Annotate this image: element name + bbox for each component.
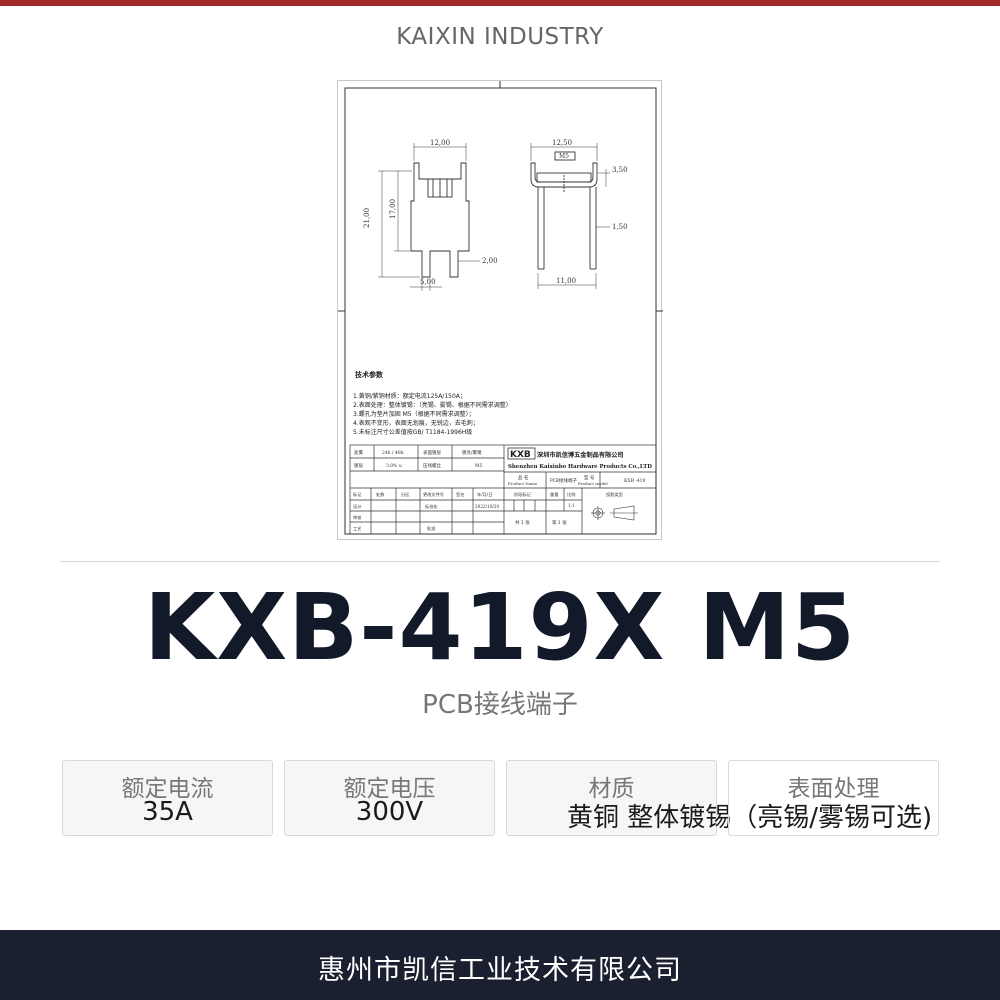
dim-top-width-left: 12,00	[430, 139, 450, 147]
tb-approve-label: 批准	[427, 525, 435, 532]
section-divider	[60, 561, 940, 562]
dim-height-inner: 17,00	[389, 199, 397, 219]
tb-sheets-total: 共 1 张	[515, 519, 530, 526]
product-subtitle: PCB接线端子	[422, 690, 578, 720]
tb-row1-c4: 镀亮/雾锡	[462, 449, 482, 456]
product-name-label-en: Product Name	[508, 481, 538, 486]
tech-line: 2.表面处理：整体镀锡：（亮锡、雾锡、根据不同需求调整）	[353, 401, 512, 409]
tb-projection-label: 投影类型	[606, 491, 623, 498]
spec-card-voltage: 额定电压 300V	[284, 760, 495, 836]
dim-foot-width: 5,00	[420, 278, 436, 286]
tb-row2-c1: 镀层	[354, 462, 363, 469]
product-model-value: KXB -419	[624, 478, 646, 484]
tb-standard-label: 标准化	[425, 503, 438, 510]
dim-foot-gap: 2,00	[482, 257, 498, 265]
spec-value: 黄铜 整体镀锡（亮锡/雾锡可选)	[567, 803, 933, 833]
product-name-label: 品 名	[518, 474, 528, 481]
tb-row2-c4: M5	[475, 463, 483, 469]
tb-date-value: 2022/10/20	[475, 504, 499, 509]
product-model-label: 型 号	[584, 474, 595, 481]
tb-row1-c1: 盐雾	[354, 449, 363, 456]
dim-height-total: 21,00	[363, 208, 371, 228]
side-view	[530, 143, 610, 289]
spec-label: 额定电流	[121, 776, 214, 802]
tb-sheet-no: 第 1 张	[552, 519, 567, 526]
dim-base-width: 11,00	[556, 277, 576, 285]
tb-head-doc: 更改文件号	[423, 491, 444, 498]
projection-symbol-icon	[591, 505, 638, 521]
tb-stage-label: 阶段标记	[514, 491, 532, 498]
tb-design-label: 设计	[353, 503, 361, 510]
dim-screw: M5	[559, 153, 569, 160]
title-block	[349, 444, 657, 535]
tb-scale-label: 比例	[567, 491, 575, 498]
tb-head-count: 处数	[376, 491, 385, 498]
technical-drawing: 12,00 21,00 17,00 2,00 5,00 12,	[337, 80, 663, 540]
dim-tab-height: 3,50	[612, 166, 628, 174]
product-model-label-en: Product model	[578, 481, 608, 486]
tb-row1-c3: 表面镀层	[423, 449, 441, 456]
tech-title: 技术参数	[355, 370, 384, 379]
dim-thickness: 1,50	[612, 223, 628, 231]
front-view	[378, 143, 480, 291]
spec-label: 材质	[588, 776, 635, 802]
tb-scale-value: 1:1	[568, 503, 575, 508]
spec-label: 额定电压	[343, 776, 436, 802]
tech-line: 5.未标注尺寸公差值按GB/ T1184-1996H级	[353, 428, 472, 436]
brand-name: KAIXIN INDUSTRY	[396, 24, 604, 50]
tb-head-mark: 标记	[353, 491, 362, 498]
company-name-cn: 深圳市凯信博五金制品有限公司	[537, 451, 624, 459]
footer-bar: 惠州市凯信工业技术有限公司	[0, 930, 1000, 1000]
kxb-logo: KXB	[510, 450, 531, 460]
tech-line: 3.螺孔为垫片加固 M5（根据不同需求调整）；	[353, 410, 475, 418]
tb-process-label: 工艺	[353, 526, 361, 531]
spec-card-current: 额定电流 35A	[62, 760, 273, 836]
tb-weight-label: 重量	[550, 491, 558, 498]
spec-value: 300V	[355, 797, 424, 827]
tb-head-sign: 签名	[456, 491, 464, 498]
product-model-title: KXB-419X M5	[143, 574, 857, 681]
product-name-value: PCB接线端子	[550, 477, 577, 484]
dim-top-width-right: 12,50	[552, 139, 572, 147]
spec-label: 表面处理	[787, 776, 880, 802]
tb-review-label: 审核	[353, 514, 362, 521]
footer-company-name: 惠州市凯信工业技术有限公司	[318, 955, 682, 986]
kxb-logo-box	[507, 447, 536, 460]
tech-line: 1.黄铜/紫铜材质：额定电流125A/150A；	[353, 392, 466, 400]
top-accent-bar	[0, 0, 1000, 6]
tb-head-date: 年/月/日	[477, 491, 492, 498]
tech-line: 4.表观不变形，表面无划痕，无锐边，去毛刺；	[353, 419, 479, 427]
spec-card-surface: 表面处理	[728, 760, 939, 836]
company-name-en: Shenzhen Kaixinbo Hardware Products Co.,…	[508, 464, 652, 470]
drawing-sheet: 12,00 21,00 17,00 2,00 5,00 12,	[338, 81, 663, 535]
tb-row1-c2: 24h / 48h	[382, 450, 404, 456]
tb-head-zone: 分区	[401, 491, 409, 498]
tb-row2-c3: 压线螺丝	[423, 462, 441, 469]
spec-value: 35A	[142, 797, 193, 827]
spec-card-material: 材质 黄铜 整体镀锡（亮锡/雾锡可选)	[506, 760, 932, 836]
tb-row2-c2: 3.0% u	[386, 463, 402, 469]
